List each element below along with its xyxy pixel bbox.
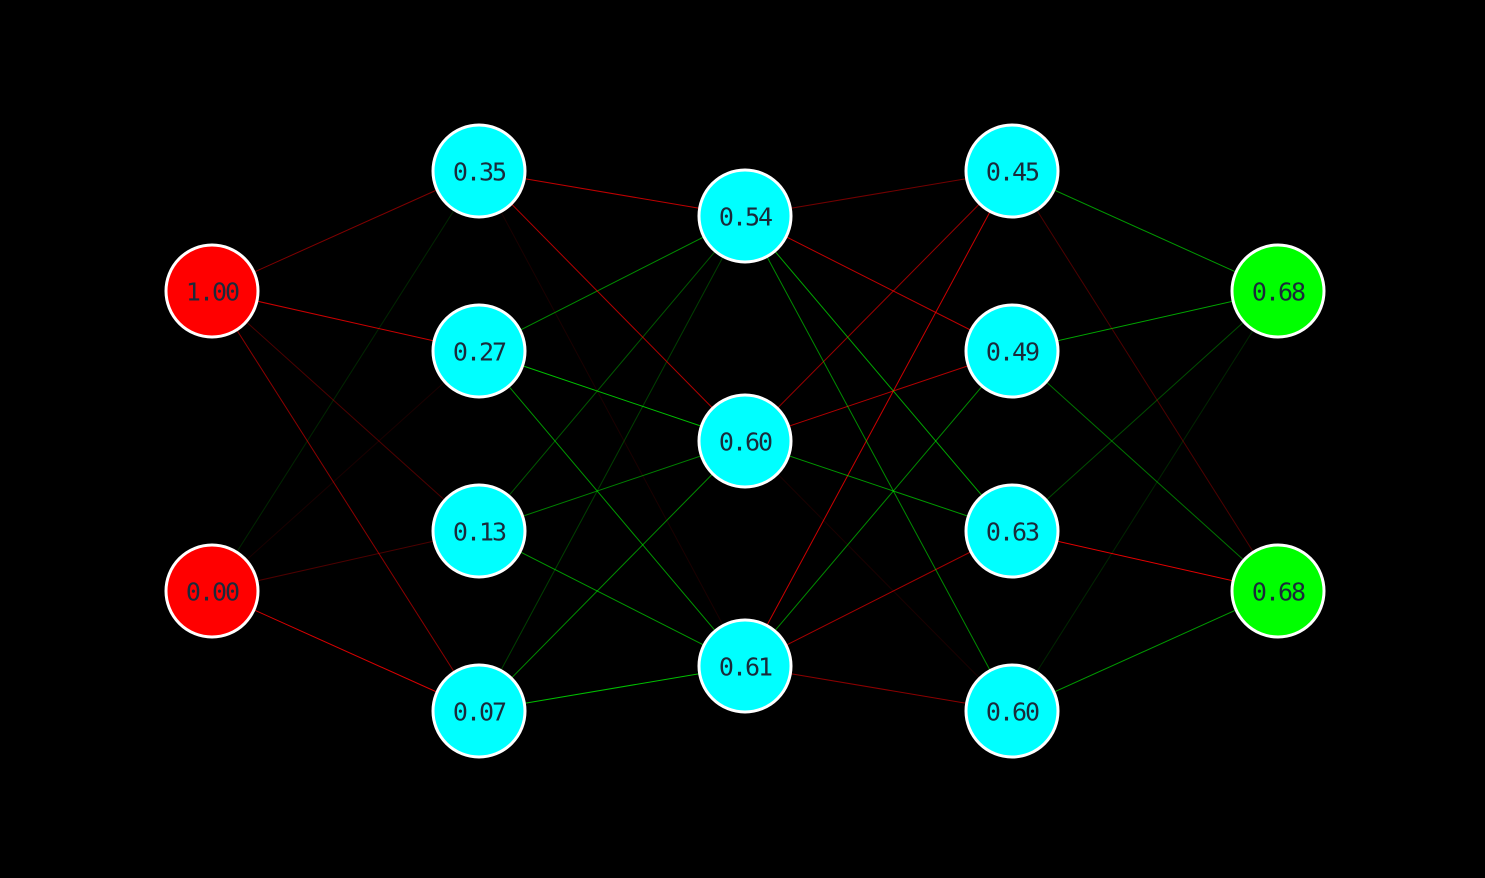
edge-hidden-1-2-to-hidden-2-0	[478, 215, 746, 532]
node-circle	[431, 483, 527, 579]
node-circle	[1230, 543, 1326, 639]
edge-hidden-2-2-to-hidden-3-1	[744, 350, 1013, 667]
edge-hidden-1-0-to-hidden-2-2	[478, 170, 746, 667]
edge-hidden-1-3-to-hidden-2-1	[478, 440, 746, 712]
edge-hidden-3-0-to-output-1	[1011, 170, 1279, 592]
node-circle	[164, 243, 260, 339]
edge-hidden-3-3-to-output-1	[1011, 590, 1279, 712]
node-hidden-3-1: 0.49	[964, 303, 1060, 399]
node-circle	[1230, 243, 1326, 339]
node-circle	[164, 543, 260, 639]
node-circle	[964, 123, 1060, 219]
node-value-label: 0.07	[453, 698, 506, 727]
node-circle	[697, 168, 793, 264]
edge-hidden-2-1-to-hidden-3-3	[744, 440, 1013, 712]
edge-hidden-1-3-to-hidden-2-0	[478, 215, 746, 712]
node-input-0: 1.00	[164, 243, 260, 339]
node-value-label: 0.45	[986, 158, 1039, 187]
edge-hidden-2-0-to-hidden-3-2	[744, 215, 1013, 532]
node-value-label: 0.27	[453, 338, 506, 367]
edge-hidden-1-0-to-hidden-2-1	[478, 170, 746, 442]
edge-hidden-2-0-to-hidden-3-1	[744, 215, 1013, 352]
node-hidden-1-1: 0.27	[431, 303, 527, 399]
edge-input-0-to-hidden-1-2	[211, 290, 480, 532]
node-hidden-1-0: 0.35	[431, 123, 527, 219]
node-value-label: 0.00	[186, 578, 239, 607]
node-input-1: 0.00	[164, 543, 260, 639]
edge-hidden-1-1-to-hidden-2-2	[478, 350, 746, 667]
node-value-label: 0.13	[453, 518, 506, 547]
node-circle	[697, 618, 793, 714]
node-circle	[431, 123, 527, 219]
node-hidden-2-2: 0.61	[697, 618, 793, 714]
edge-hidden-2-2-to-hidden-3-0	[744, 170, 1013, 667]
node-hidden-3-3: 0.60	[964, 663, 1060, 759]
edge-hidden-3-0-to-output-0	[1011, 170, 1279, 292]
node-circle	[431, 303, 527, 399]
node-circle	[964, 303, 1060, 399]
edge-hidden-3-2-to-output-0	[1011, 290, 1279, 532]
node-value-label: 0.60	[986, 698, 1039, 727]
node-value-label: 0.68	[1252, 278, 1305, 307]
node-hidden-3-2: 0.63	[964, 483, 1060, 579]
edge-input-1-to-hidden-1-1	[211, 350, 480, 592]
node-value-label: 0.54	[719, 203, 772, 232]
node-hidden-1-2: 0.13	[431, 483, 527, 579]
edge-hidden-3-1-to-output-1	[1011, 350, 1279, 592]
edge-hidden-2-0-to-hidden-3-3	[744, 215, 1013, 712]
node-value-label: 0.49	[986, 338, 1039, 367]
node-value-label: 0.61	[719, 653, 772, 682]
node-value-label: 0.35	[453, 158, 506, 187]
edge-input-1-to-hidden-1-0	[211, 170, 480, 592]
edge-hidden-2-2-to-hidden-3-2	[744, 530, 1013, 667]
node-circle	[964, 663, 1060, 759]
node-output-1: 0.68	[1230, 543, 1326, 639]
edge-hidden-1-1-to-hidden-2-0	[478, 215, 746, 352]
edge-input-0-to-hidden-1-0	[211, 170, 480, 292]
node-value-label: 1.00	[186, 278, 239, 307]
node-circle	[964, 483, 1060, 579]
node-hidden-3-0: 0.45	[964, 123, 1060, 219]
node-value-label: 0.60	[719, 428, 772, 457]
edge-input-1-to-hidden-1-3	[211, 590, 480, 712]
node-hidden-1-3: 0.07	[431, 663, 527, 759]
edge-hidden-3-3-to-output-0	[1011, 290, 1279, 712]
node-circle	[431, 663, 527, 759]
edge-hidden-1-2-to-hidden-2-2	[478, 530, 746, 667]
edge-hidden-2-1-to-hidden-3-0	[744, 170, 1013, 442]
node-output-0: 0.68	[1230, 243, 1326, 339]
node-value-label: 0.63	[986, 518, 1039, 547]
node-hidden-2-0: 0.54	[697, 168, 793, 264]
edge-input-0-to-hidden-1-3	[211, 290, 480, 712]
node-circle	[697, 393, 793, 489]
node-hidden-2-1: 0.60	[697, 393, 793, 489]
nodes-layer: 1.00 0.00 0.35 0.27 0.13 0.07 0.54 0.60 0.61 0.45…	[164, 123, 1326, 759]
node-value-label: 0.68	[1252, 578, 1305, 607]
